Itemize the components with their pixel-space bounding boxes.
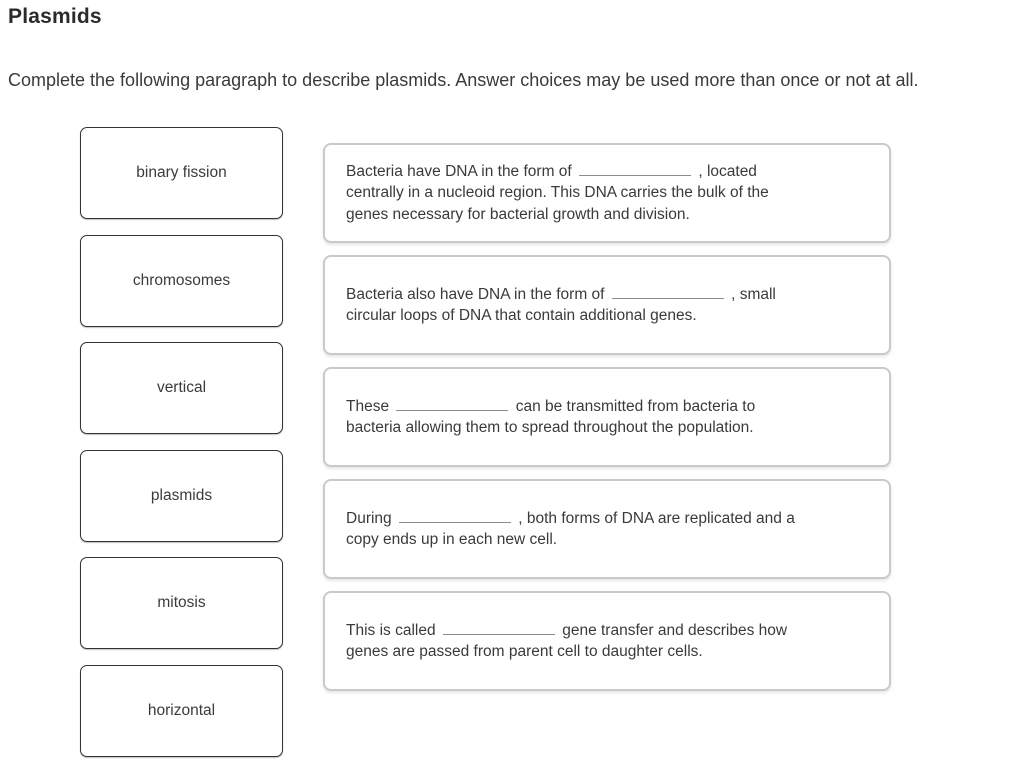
page-title: Plasmids <box>8 5 102 28</box>
sentence-text: Bacteria also have DNA in the form of , … <box>346 284 776 327</box>
sentence-text: Bacteria have DNA in the form of , locat… <box>346 161 769 226</box>
sentence-segment: can be transmitted from bacteria to <box>511 397 756 415</box>
choice-horizontal[interactable]: horizontal <box>80 664 283 757</box>
sentence-segment: gene transfer and describes how <box>557 621 788 639</box>
choice-label: vertical <box>156 379 207 396</box>
sentence-segment: , located <box>694 162 757 180</box>
blank-dropzone-5[interactable] <box>442 622 555 635</box>
sentence-box-3: These can be transmitted from bacteria t… <box>323 367 891 467</box>
sentence-segment: bacteria allowing them to spread through… <box>346 419 754 436</box>
sentence-box-2: Bacteria also have DNA in the form of , … <box>323 255 891 355</box>
sentence-text: These can be transmitted from bacteria t… <box>346 396 755 439</box>
sentence-segment: Bacteria also have DNA in the form of <box>346 285 609 303</box>
blank-dropzone-2[interactable] <box>611 286 724 299</box>
sentence-text: This is called gene transfer and describ… <box>346 620 787 663</box>
choice-label: binary fission <box>136 164 227 181</box>
sentences-column: Bacteria have DNA in the form of , locat… <box>323 143 891 691</box>
sentence-segment: This is called <box>346 621 440 639</box>
choice-binary-fission[interactable]: binary fission <box>80 127 283 219</box>
blank-dropzone-3[interactable] <box>396 398 509 411</box>
choice-mitosis[interactable]: mitosis <box>80 557 283 649</box>
sentence-text: During , both forms of DNA are replicate… <box>346 508 795 551</box>
sentence-segment: genes are passed from parent cell to dau… <box>346 643 703 660</box>
sentence-segment: During <box>346 509 396 527</box>
choice-chromosomes[interactable]: chromosomes <box>80 234 283 327</box>
choice-vertical[interactable]: vertical <box>80 342 283 434</box>
sentence-segment: Bacteria have DNA in the form of <box>346 162 577 180</box>
blank-dropzone-1[interactable] <box>579 163 692 176</box>
choice-label: chromosomes <box>132 271 231 289</box>
choice-label: horizontal <box>147 701 216 719</box>
sentence-box-5: This is called gene transfer and describ… <box>323 591 891 691</box>
instruction-text: Complete the following paragraph to desc… <box>8 70 919 90</box>
sentence-box-4: During , both forms of DNA are replicate… <box>323 479 891 579</box>
sentence-segment: circular loops of DNA that contain addit… <box>346 307 697 324</box>
choice-plasmids[interactable]: plasmids <box>80 449 283 542</box>
sentence-segment: copy ends up in each new cell. <box>346 531 558 548</box>
choice-label: plasmids <box>150 486 213 504</box>
sentence-segment: These <box>346 397 394 415</box>
choice-label: mitosis <box>157 594 206 611</box>
sentence-segment: , both forms of DNA are replicated and a <box>513 509 795 527</box>
answer-choices-column: binary fission chromosomes vertical plas… <box>80 127 283 757</box>
blank-dropzone-4[interactable] <box>398 510 511 523</box>
sentence-segment: , small <box>726 285 776 303</box>
sentence-segment: centrally in a nucleoid region. This DNA… <box>346 184 769 202</box>
sentence-segment: genes necessary for bacterial growth and… <box>346 205 690 223</box>
sentence-box-1: Bacteria have DNA in the form of , locat… <box>323 143 891 243</box>
